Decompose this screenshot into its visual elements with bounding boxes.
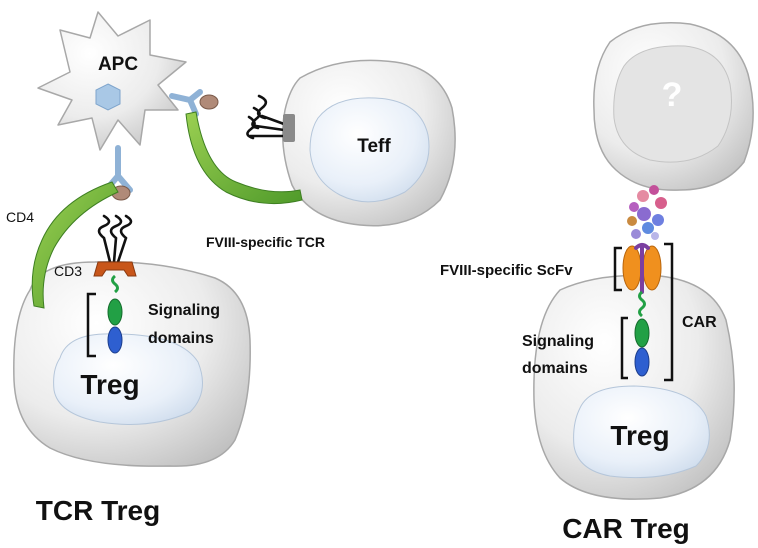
car-treg-label: Treg	[610, 420, 669, 451]
tcr-signaling-label-2: domains	[148, 330, 214, 347]
apc-cell	[37, 11, 187, 151]
treg-cd3	[93, 261, 137, 277]
teff-cd3	[283, 114, 295, 142]
car-signaling-label-2: domains	[522, 360, 588, 377]
target-cell-nucleus	[613, 45, 732, 163]
target-cell-question-mark: ?	[662, 76, 683, 114]
scfv-domain-left	[622, 245, 642, 291]
scfv-linker	[634, 243, 650, 294]
tcr-treg-caption: TCR Treg	[36, 495, 160, 526]
teff-nucleus	[309, 97, 430, 203]
cd3-label: CD3	[54, 263, 82, 279]
car-treg-caption: CAR Treg	[562, 513, 690, 544]
apc-nucleus	[95, 83, 121, 111]
apc-mhc-teff	[169, 89, 203, 117]
fviii-antigen-molecule	[627, 185, 667, 240]
car-label: CAR	[682, 314, 717, 331]
tcr-signaling-domain-green	[107, 298, 123, 326]
tcr-label: FVIII-specific TCR	[206, 234, 325, 250]
car-transmembrane	[638, 290, 646, 318]
scfv-label: FVIII-specific ScFv	[440, 262, 573, 279]
tcr-treg-label: Treg	[80, 369, 139, 400]
treg-cd4-arm	[31, 181, 119, 309]
teff-label: Teff	[357, 136, 391, 157]
car-signaling-domain-blue	[634, 347, 650, 377]
car-signaling-domain-green	[634, 318, 650, 348]
scfv-bracket	[613, 246, 622, 292]
car-signaling-label-1: Signaling	[522, 333, 594, 350]
teff-cd4-arm	[185, 111, 303, 205]
scfv-domain-right	[642, 245, 662, 291]
treg-tcr-icon	[97, 214, 133, 264]
tcr-signaling-domain-blue	[107, 326, 123, 354]
tcr-signaling-label-1: Signaling	[148, 302, 220, 319]
peptide-antigen-teff	[199, 94, 219, 110]
cd4-label: CD4	[6, 209, 34, 225]
teff-tcr-icon	[246, 94, 286, 140]
apc-label: APC	[98, 54, 138, 75]
treg-transmembrane	[111, 274, 119, 294]
tcr-signaling-bracket	[86, 292, 96, 358]
car-treg-nucleus	[573, 385, 710, 479]
car-signaling-bracket	[620, 316, 628, 380]
car-bracket	[664, 242, 674, 382]
